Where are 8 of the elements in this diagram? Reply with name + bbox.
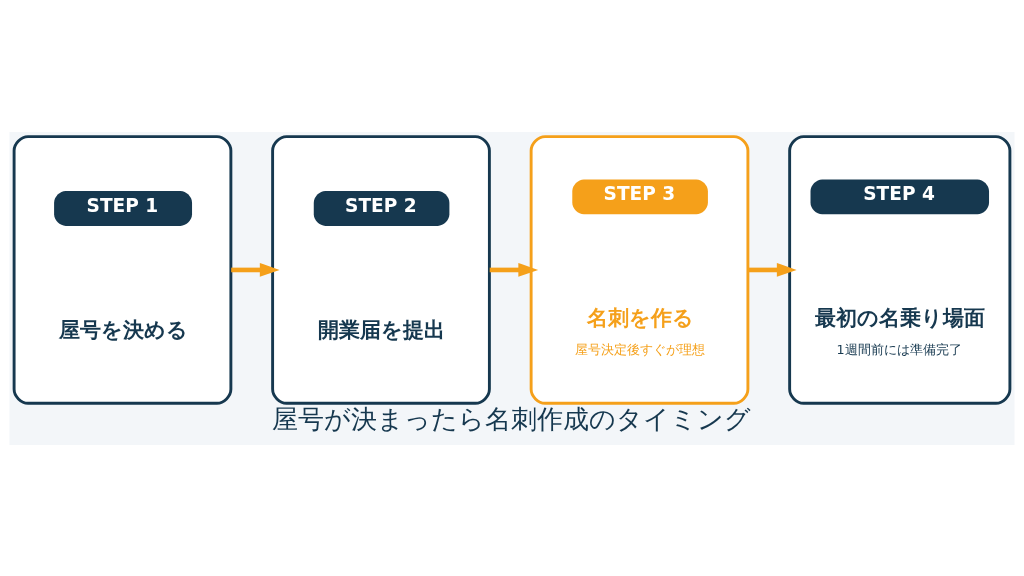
arrow xyxy=(231,262,280,277)
arrow xyxy=(748,262,797,277)
node-box: STEP 2 開業届を提出 xyxy=(271,134,491,405)
node-box: STEP 4 最初の名乗り場面 1週間前には準備完了 xyxy=(788,134,1012,405)
node-box: STEP 1 屋号を決める xyxy=(12,134,233,405)
node-box: STEP 3 名刺を作る 屋号決定後すぐが理想 xyxy=(529,134,750,405)
arrow xyxy=(489,262,539,277)
caption: 屋号が決まったら名刺作成のタイミング xyxy=(272,403,752,434)
